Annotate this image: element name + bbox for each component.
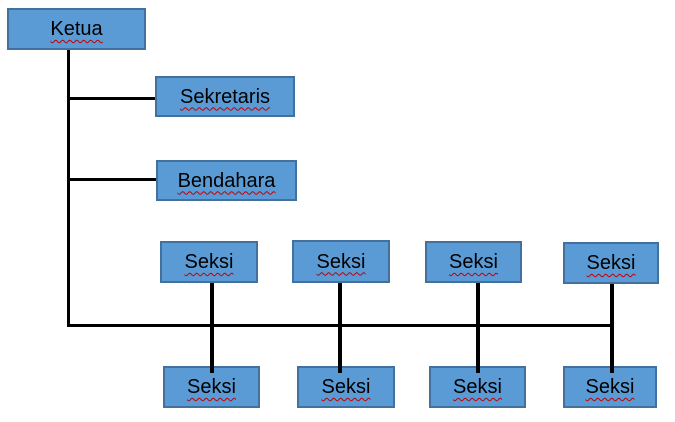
connector-seksi-top-4 [610, 281, 614, 327]
org-node-seksi-top-4[interactable]: Seksi [563, 242, 659, 284]
org-node-seksi-top-3[interactable]: Seksi [425, 241, 522, 283]
org-node-seksi-label: Seksi [586, 252, 636, 274]
connector-seksi-bottom-4 [610, 324, 614, 373]
org-node-seksi-label: Seksi [316, 250, 366, 273]
org-node-seksi-label: Seksi [184, 251, 234, 273]
org-node-sekretaris[interactable]: Sekretaris [155, 76, 295, 117]
org-node-bendahara-label: Bendahara [177, 169, 276, 192]
org-node-seksi-top-2[interactable]: Seksi [292, 240, 390, 283]
org-node-bendahara[interactable]: Bendahara [156, 160, 297, 201]
org-node-seksi-label: Seksi [453, 376, 502, 398]
org-node-seksi-label: Seksi [449, 251, 498, 273]
connector-seksi-bottom-3 [476, 324, 480, 373]
org-node-sekretaris-label: Sekretaris [179, 85, 271, 108]
org-node-seksi-bottom-3[interactable]: Seksi [429, 366, 526, 408]
connector-seksi-top-3 [476, 281, 480, 327]
connector-seksi-top-2 [338, 281, 342, 327]
org-node-ketua[interactable]: Ketua [7, 8, 146, 50]
connector-ketua-stem [67, 49, 70, 327]
org-node-seksi-label: Seksi [187, 376, 236, 398]
connector-branch-bendahara [67, 178, 159, 181]
org-node-seksi-bottom-1[interactable]: Seksi [163, 366, 260, 408]
connector-seksi-top-1 [210, 281, 214, 327]
org-node-seksi-top-1[interactable]: Seksi [160, 241, 258, 283]
org-node-seksi-bottom-2[interactable]: Seksi [297, 366, 395, 408]
connector-seksi-bottom-1 [210, 324, 214, 373]
org-node-seksi-label: Seksi [321, 376, 371, 398]
org-node-ketua-label: Ketua [50, 18, 103, 40]
connector-seksi-bottom-2 [338, 324, 342, 373]
org-node-seksi-bottom-4[interactable]: Seksi [563, 366, 657, 408]
org-node-seksi-label: Seksi [585, 376, 635, 398]
connector-branch-sekretaris [67, 97, 159, 100]
